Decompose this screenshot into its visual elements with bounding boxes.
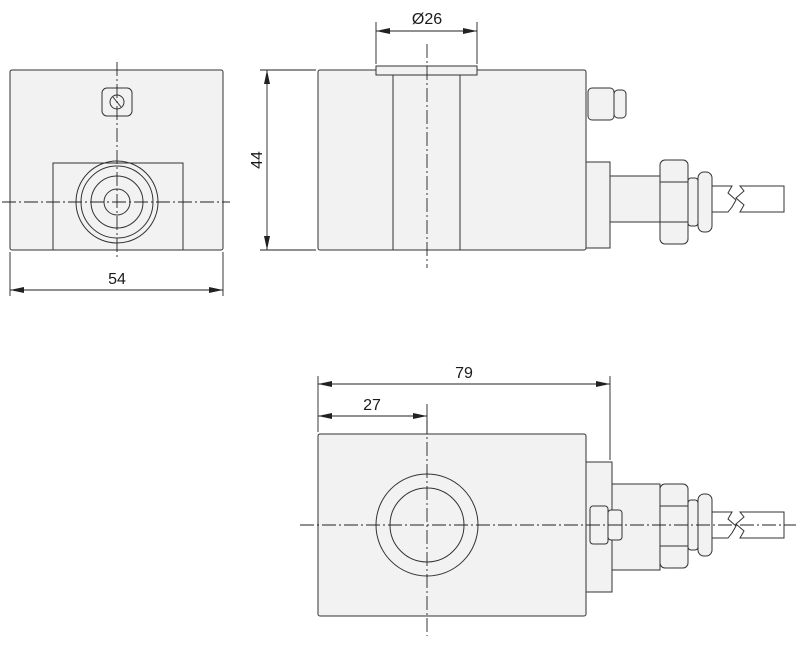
side-view-boss — [375, 65, 478, 76]
length-dimension-label: 79 — [455, 365, 473, 382]
height-dimension-label: 44 — [249, 151, 266, 169]
front-view-body — [9, 69, 224, 251]
top-view: 79 27 — [300, 365, 796, 636]
side-view-gland-base — [609, 175, 661, 223]
side-view-plug — [587, 87, 615, 121]
width-dimension-label: 54 — [108, 271, 126, 288]
side-view-cable — [712, 185, 785, 213]
side-view: Ø26 44 — [249, 11, 785, 268]
top-view-cable — [712, 511, 785, 539]
front-view-recess — [52, 162, 184, 250]
front-view: 54 — [2, 62, 230, 296]
side-view-body — [317, 69, 587, 251]
diameter-dimension-label: Ø26 — [412, 11, 442, 28]
side-view-connector-housing — [585, 161, 611, 249]
top-view-gland-nut — [659, 483, 689, 569]
offset-dimension-label: 27 — [363, 397, 381, 414]
side-view-gland-nut — [659, 159, 689, 245]
